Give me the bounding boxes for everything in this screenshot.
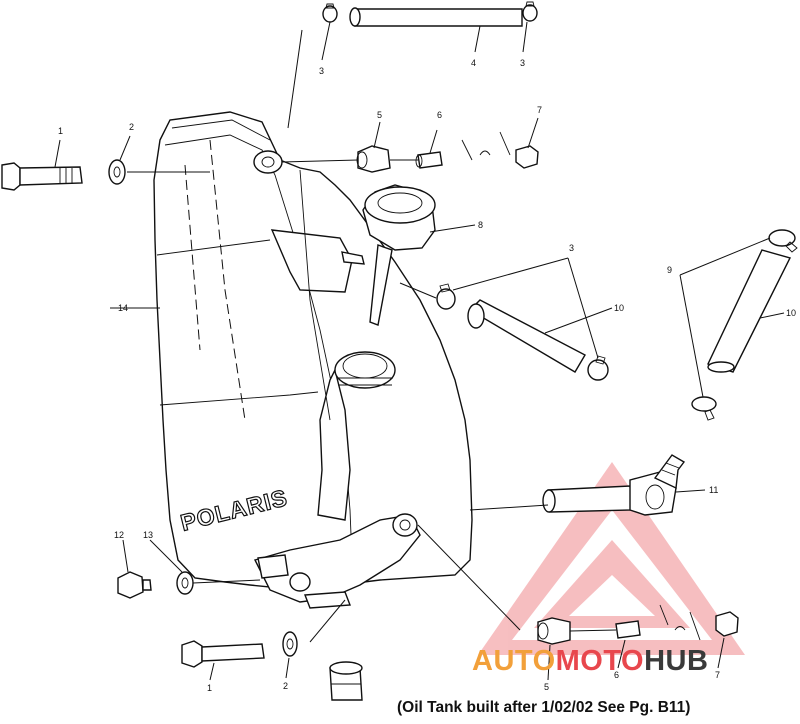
- callout-2-bottom: 2: [283, 681, 288, 691]
- watermark-text: AUTOMOTOHUB: [472, 645, 708, 677]
- callout-12: 12: [114, 530, 124, 540]
- grommet-bottom: [329, 661, 363, 701]
- washer-top: [108, 159, 126, 185]
- washer-left: [176, 571, 194, 595]
- callout-1-bottom: 1: [207, 683, 212, 693]
- callout-10-right: 10: [786, 308, 796, 318]
- callout-3-top-right: 3: [520, 58, 525, 68]
- leader-lines: [54, 21, 785, 681]
- callout-5-top: 5: [377, 110, 382, 120]
- callout-7-top: 7: [537, 105, 542, 115]
- bolt-bottom: [181, 640, 265, 668]
- callout-1-top: 1: [58, 126, 63, 136]
- watermark-moto: MOTO: [556, 645, 644, 677]
- hose-middle: [467, 299, 586, 373]
- callout-labels: 1 2 3 4 3 5 6 7 8 3 10 9 10 14 11 12 13 …: [58, 58, 796, 693]
- callout-6-top: 6: [437, 110, 442, 120]
- callout-6-bottom: 6: [614, 670, 619, 680]
- clamp-right-top: [768, 229, 798, 253]
- callout-8: 8: [478, 220, 483, 230]
- sleeve-top: [415, 151, 443, 169]
- callout-7-bottom: 7: [715, 670, 720, 680]
- callout-5-bottom: 5: [544, 682, 549, 692]
- grommet-top: [356, 145, 391, 173]
- watermark-auto: AUTO: [472, 645, 556, 677]
- nut-top: [515, 145, 539, 169]
- callout-9: 9: [667, 265, 672, 275]
- hose-right: [707, 249, 792, 373]
- callout-14: 14: [118, 303, 128, 313]
- nut-left: [117, 571, 152, 599]
- callout-3-middle: 3: [569, 243, 574, 253]
- clamp-top-right: [522, 1, 538, 22]
- filler-cap: [362, 184, 436, 326]
- watermark-hub: HUB: [644, 645, 708, 677]
- hose-top: [349, 7, 523, 27]
- diagram-caption: (Oil Tank built after 1/02/02 See Pg. B1…: [397, 699, 690, 716]
- clamp-right-bottom: [691, 396, 717, 421]
- sleeve-lower: [615, 620, 641, 639]
- watermark-logo: [478, 462, 745, 655]
- callout-2-top: 2: [129, 122, 134, 132]
- bolt-top-left: [1, 162, 83, 191]
- oil-tank: POLARIS: [153, 111, 473, 609]
- callout-13: 13: [143, 530, 153, 540]
- svg-text:AUTOMOTOHUB: AUTOMOTOHUB: [472, 645, 708, 677]
- callout-4: 4: [471, 58, 476, 68]
- grommet-lower: [537, 617, 571, 645]
- clamp-top-left: [322, 3, 338, 23]
- elbow-fitting: [542, 454, 686, 516]
- clamp-middle-right: [587, 355, 609, 381]
- nut-lower: [715, 611, 739, 637]
- clamp-middle-left: [436, 283, 456, 310]
- callout-10-middle: 10: [614, 303, 624, 313]
- callout-3-top-left: 3: [319, 66, 324, 76]
- callout-11: 11: [709, 485, 718, 495]
- washer-bottom: [282, 631, 298, 657]
